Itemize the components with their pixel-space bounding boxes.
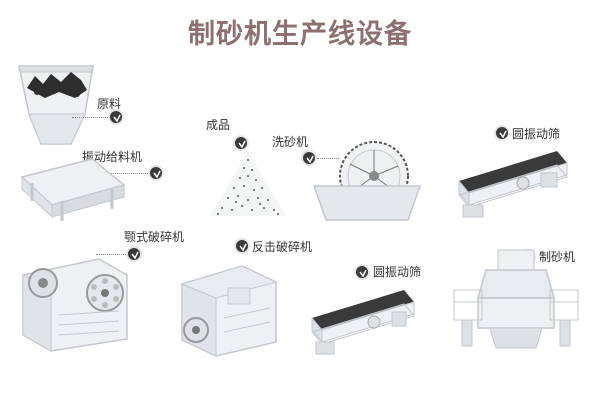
label-circular-screen-top: 圆振动筛 <box>512 127 561 141</box>
impact-crusher <box>180 265 278 357</box>
label-sand-maker: 制砂机 <box>539 250 576 264</box>
label-product: 成品 <box>206 118 231 132</box>
vibrating-feeder-badge-icon <box>148 165 164 181</box>
sand-maker <box>453 249 579 349</box>
label-jaw-crusher: 颚式破碎机 <box>124 230 185 244</box>
raw-material-hopper <box>18 65 94 145</box>
impact-crusher-badge-icon <box>234 238 250 254</box>
circular-vibrating-screen-bottom <box>311 290 415 355</box>
label-circular-screen-bottom: 圆振动筛 <box>373 265 422 279</box>
product-badge-icon <box>233 135 249 151</box>
sand-washer-badge-icon <box>301 150 317 166</box>
raw-material-badge-icon <box>108 109 124 125</box>
label-sand-washer: 洗砂机 <box>272 135 309 149</box>
circular-screen-top-badge-icon <box>494 125 510 141</box>
label-vibrating-feeder: 振动给料机 <box>82 150 143 164</box>
label-raw-material: 原料 <box>97 97 122 111</box>
label-impact-crusher: 反击破碎机 <box>252 240 313 254</box>
page-title: 制砂机生产线设备 <box>188 19 412 50</box>
product-sand-pile <box>210 152 286 216</box>
jaw-crusher <box>22 258 128 352</box>
circular-vibrating-screen-top <box>458 151 568 218</box>
circular-screen-bottom-badge-icon <box>354 264 370 280</box>
sand-washer <box>312 141 422 221</box>
vibrating-feeder <box>20 158 126 221</box>
jaw-crusher-badge-icon <box>126 246 142 262</box>
